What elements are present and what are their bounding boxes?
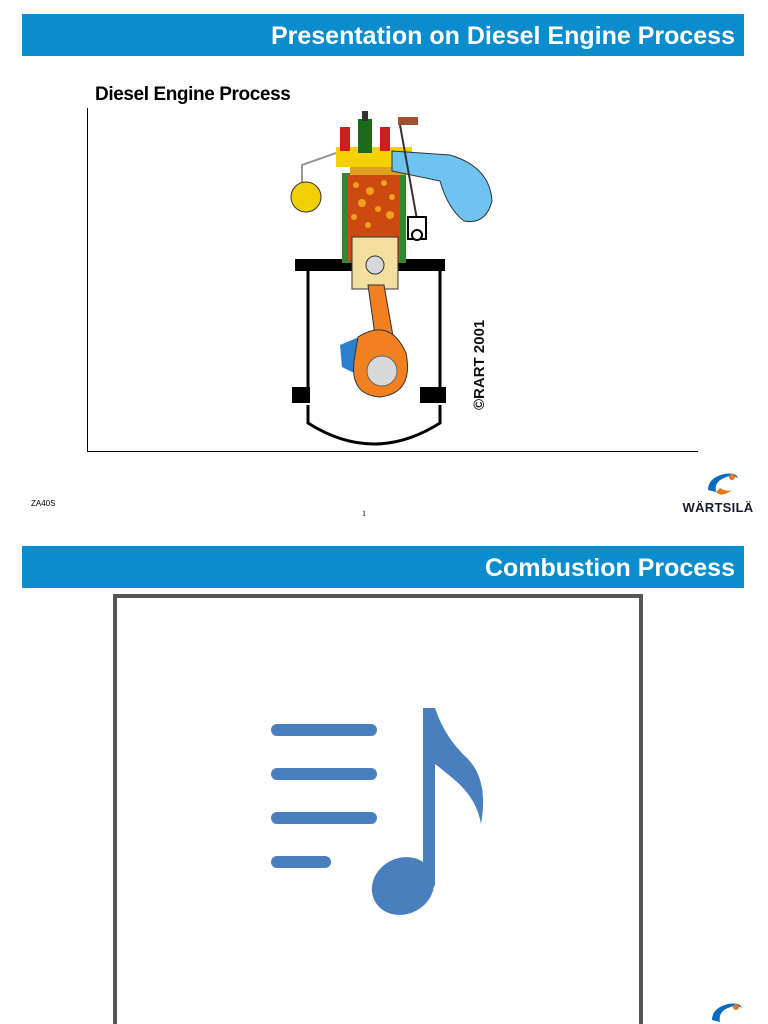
wartsila-logo: WÄRTSILÄ: [676, 468, 760, 518]
diesel-engine-diagram: [290, 111, 493, 446]
wartsila-logo-mark-icon: [708, 473, 738, 495]
slide-header-title-2: Combustion Process: [22, 546, 744, 588]
wartsila-logo-partial: [704, 1000, 760, 1024]
footer-page-number: 1: [362, 509, 366, 518]
wartsila-logo-text: WÄRTSILÄ: [682, 500, 754, 515]
slide-subtitle: Diesel Engine Process: [95, 84, 291, 105]
media-placeholder[interactable]: [113, 594, 643, 1024]
music-playlist-icon: [271, 708, 484, 915]
figure-frame-left-line: [87, 108, 88, 452]
figure-copyright-text: ©RART 2001: [471, 319, 488, 410]
wartsila-logo-mark-icon-2: [712, 1003, 742, 1022]
footer-document-code: ZA40S: [31, 499, 56, 508]
figure-frame-bottom-line: [87, 451, 698, 452]
slide-header-title: Presentation on Diesel Engine Process: [22, 14, 744, 56]
